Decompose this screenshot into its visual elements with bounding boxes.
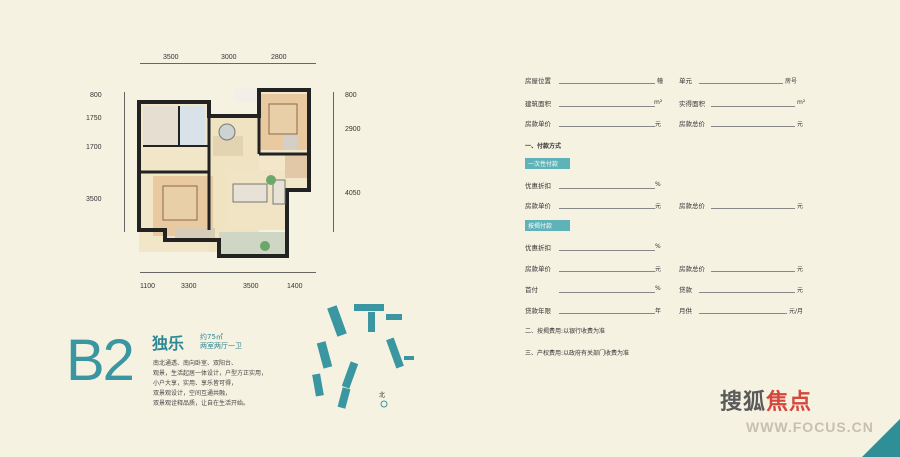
dimension-top-3: 2800 [271, 54, 287, 61]
input-line-discount[interactable] [559, 188, 655, 189]
form-label-total-price: 房款总价 [679, 202, 705, 210]
bottom-dimension-line [140, 272, 316, 273]
form-label-location: 房屋位置 [525, 77, 551, 85]
input-line-actual-area[interactable] [711, 106, 795, 107]
dimension-left-1: 800 [90, 92, 102, 99]
input-line-unit-price[interactable] [559, 208, 655, 209]
input-line-unit-price[interactable] [559, 126, 655, 127]
floor-plan-drawing [137, 88, 311, 258]
unit-percent: % [655, 243, 661, 250]
unit-yuan-per-month: 元/月 [789, 308, 804, 315]
description-line: 双景观诠释品质，让自在生活开始。 [153, 400, 250, 407]
unit-percent: % [655, 285, 661, 292]
description-line: 南北通透、南向卧室、双阳台、 [153, 360, 238, 367]
note-mortgage-fee: 二、按揭费用:以银行收费为准 [525, 328, 606, 335]
unit-description: 南北通透、南向卧室、双阳台、 观景，生活起居一体设计，户型方正实用， 小户大享，… [153, 359, 313, 409]
section-label-full-payment: 一次性付款 [528, 161, 559, 168]
unit-room-number: 房号 [785, 78, 798, 85]
form-label-down-payment: 首付 [525, 286, 538, 294]
input-line-discount[interactable] [559, 250, 655, 251]
input-line-unit[interactable] [699, 83, 783, 84]
section-label-mortgage: 按揭付款 [528, 223, 553, 230]
input-line-loan-term[interactable] [559, 313, 655, 314]
description-line: 观景，生活起居一体设计，户型方正实用， [153, 370, 268, 377]
unit-percent: % [655, 181, 661, 188]
north-label: 北 [379, 393, 386, 399]
form-label-discount: 优惠折扣 [525, 244, 551, 252]
site-key-plan [312, 304, 414, 409]
form-label-monthly-payment: 月供 [679, 307, 692, 315]
form-label-unit: 单元 [679, 77, 692, 85]
dimension-left-3: 1700 [86, 144, 102, 151]
unit-yuan: 元 [797, 287, 804, 294]
section-bar-full-payment: 一次性付款 [525, 158, 570, 169]
dimension-top-1: 3500 [163, 54, 179, 61]
input-line-unit-price[interactable] [559, 271, 655, 272]
input-line-loan[interactable] [699, 292, 795, 293]
description-line: 双景观设计，空间互通共融， [153, 390, 232, 397]
dimension-bottom-4: 1400 [287, 283, 303, 290]
watermark-url: WWW.FOCUS.CN [746, 419, 874, 435]
unit-sqm: m² [797, 99, 806, 106]
form-label-building-area: 建筑面积 [525, 100, 551, 108]
form-label-unit-price: 房款单价 [525, 120, 551, 128]
form-label-loan-term: 贷款年限 [525, 307, 551, 315]
description-line: 小户大享，实用、享乐皆可得， [153, 380, 238, 387]
unit-yuan: 元 [797, 266, 804, 273]
section-bar-mortgage: 按揭付款 [525, 220, 570, 231]
note-property-fee: 三、产权费用:以政府有关部门收费为准 [525, 350, 630, 357]
form-label-unit-price: 房款单价 [525, 265, 551, 273]
unit-type-area: 约75㎡ [200, 333, 223, 341]
dimension-top-2: 3000 [221, 54, 237, 61]
form-label-loan: 贷款 [679, 286, 692, 294]
dimension-right-2: 2900 [345, 126, 361, 133]
unit-yuan: 元 [797, 203, 804, 210]
dimension-left-2: 1750 [86, 115, 102, 122]
input-line-location[interactable] [559, 83, 655, 84]
form-label-unit-price: 房款单价 [525, 202, 551, 210]
right-dimension-line [333, 92, 334, 232]
dimension-right-3: 4050 [345, 190, 361, 197]
unit-year: 年 [655, 308, 662, 315]
unit-sqm: m² [654, 99, 663, 106]
dimension-left-4: 3500 [86, 196, 102, 203]
payment-method-title: 一、付款方式 [525, 143, 562, 150]
unit-yuan: 元 [655, 203, 662, 210]
input-line-total-price[interactable] [711, 126, 795, 127]
unit-type-rooms: 两室两厅一卫 [200, 342, 242, 350]
unit-type-code: B2 [66, 328, 135, 393]
left-dimension-line [124, 92, 125, 232]
watermark-brand: 搜狐 [720, 390, 767, 415]
dimension-bottom-1: 1100 [140, 283, 156, 290]
form-label-total-price: 房款总价 [679, 120, 705, 128]
input-line-down-payment[interactable] [559, 292, 655, 293]
top-dimension-line [140, 63, 316, 64]
dimension-bottom-2: 3300 [181, 283, 197, 290]
form-label-actual-area: 实得面积 [679, 100, 705, 108]
unit-building: 幢 [657, 78, 664, 85]
unit-yuan: 元 [655, 266, 662, 273]
form-label-discount: 优惠折扣 [525, 182, 551, 190]
unit-type-name: 独乐 [152, 334, 185, 353]
input-line-total-price[interactable] [711, 208, 795, 209]
watermark-brand-accent: 焦点 [766, 390, 813, 415]
unit-yuan: 元 [797, 121, 804, 128]
corner-decoration [862, 419, 900, 457]
form-label-total-price: 房款总价 [679, 265, 705, 273]
input-line-monthly-payment[interactable] [699, 313, 787, 314]
unit-yuan: 元 [655, 121, 662, 128]
focus-watermark-logo: 搜狐焦点 [720, 384, 812, 416]
dimension-right-1: 800 [345, 92, 357, 99]
input-line-total-price[interactable] [711, 271, 795, 272]
dimension-bottom-3: 3500 [243, 283, 259, 290]
input-line-building-area[interactable] [559, 106, 655, 107]
price-form: 房屋位置 幢 单元 房号 建筑面积 m² 实得面积 m² 房款单价 元 房款总价… [515, 0, 815, 457]
